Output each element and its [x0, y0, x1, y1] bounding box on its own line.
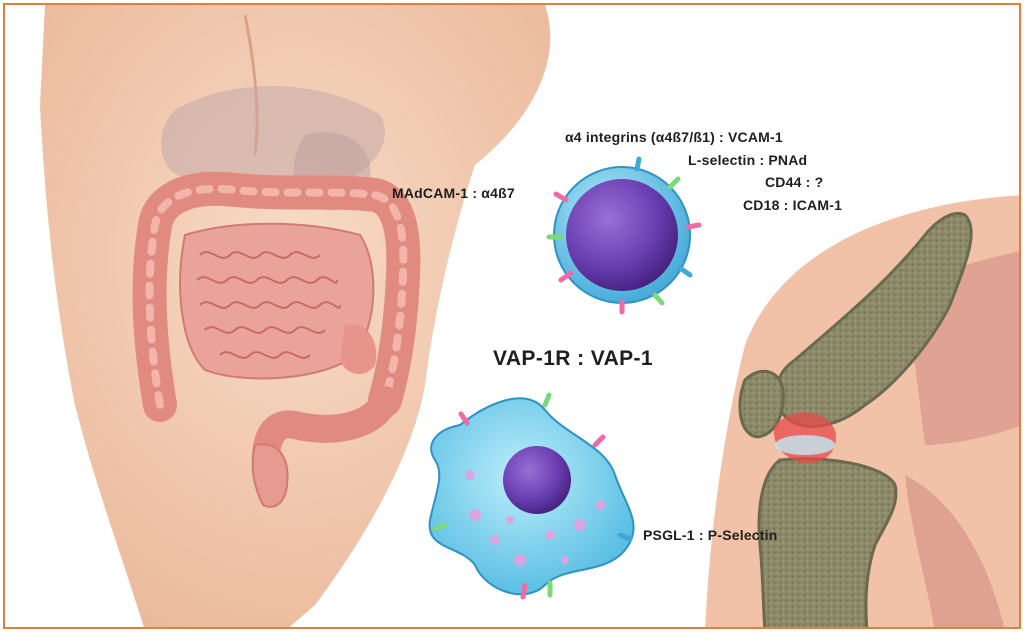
lymphocyte-nucleus	[566, 179, 678, 291]
label-lselectin-pnad: L-selectin : PNAd	[688, 152, 807, 168]
macrophage-cell	[430, 395, 634, 597]
label-psgl1-pselectin: PSGL-1 : P-Selectin	[643, 527, 778, 543]
figure-frame: α4 integrins (α4ß7/ß1) : VCAM-1 L-select…	[3, 3, 1021, 629]
lymphocyte-cell	[549, 159, 699, 312]
knee-illustration	[705, 195, 1021, 629]
illustration	[5, 5, 1021, 629]
label-integrins-vcam1: α4 integrins (α4ß7/ß1) : VCAM-1	[565, 129, 783, 145]
label-vap1r-vap1: VAP-1R : VAP-1	[493, 347, 653, 371]
label-cd44: CD44 : ?	[765, 174, 823, 190]
label-cd18-icam1: CD18 : ICAM-1	[743, 197, 842, 213]
macrophage-nucleus	[503, 446, 571, 514]
synovial-space	[775, 435, 835, 455]
label-madcam1: MAdCAM-1 : α4ß7	[392, 185, 515, 201]
